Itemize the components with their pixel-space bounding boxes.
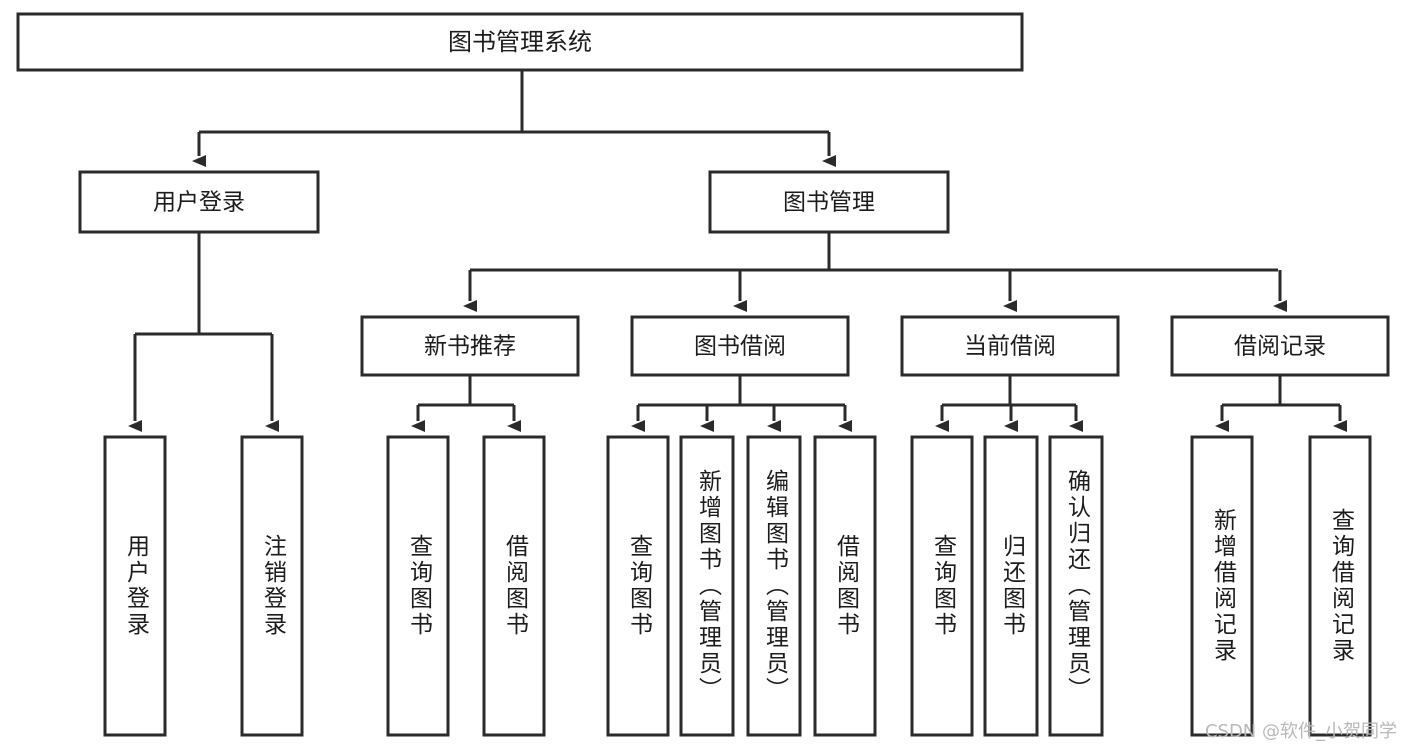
connectors-layer (128, 70, 1347, 432)
node-box-leaf-query-book-rec[interactable] (386, 435, 450, 737)
node-box-leaf-query-book-borrow[interactable] (606, 435, 670, 737)
node-label-book-borrow: 图书借阅 (694, 334, 786, 360)
node-label-root: 图书管理系统 (448, 28, 592, 56)
node-box-borrow-record[interactable] (1170, 315, 1390, 377)
node-box-leaf-user-logout[interactable] (240, 435, 304, 737)
node-box-root[interactable] (16, 12, 1024, 72)
node-box-leaf-confirm-return-admin[interactable] (1048, 435, 1104, 737)
node-box-leaf-return-book[interactable] (983, 435, 1039, 737)
node-box-book-manage[interactable] (708, 170, 950, 234)
node-box-leaf-add-borrow-record[interactable] (1190, 435, 1254, 737)
node-box-user-login[interactable] (78, 170, 320, 234)
node-label-user-login: 用户登录 (153, 190, 245, 216)
watermark: CSDN @软件_小贺同学 (1204, 721, 1397, 742)
node-box-leaf-add-book-admin[interactable] (679, 435, 735, 737)
node-label-book-manage: 图书管理 (783, 190, 875, 216)
node-box-leaf-borrow-book-rec[interactable] (482, 435, 546, 737)
node-label-new-book-recommend: 新书推荐 (424, 334, 516, 360)
node-box-leaf-user-login[interactable] (103, 435, 167, 737)
node-box-leaf-edit-book-admin[interactable] (746, 435, 802, 737)
node-label-current-borrow: 当前借阅 (964, 334, 1056, 360)
node-box-new-book-recommend[interactable] (360, 315, 580, 377)
node-box-leaf-borrow-book[interactable] (813, 435, 877, 737)
node-box-current-borrow[interactable] (900, 315, 1120, 377)
node-box-leaf-query-book-cur[interactable] (910, 435, 974, 737)
node-box-leaf-query-borrow-record[interactable] (1308, 435, 1372, 737)
node-box-book-borrow[interactable] (630, 315, 850, 377)
node-label-borrow-record: 借阅记录 (1234, 334, 1326, 360)
